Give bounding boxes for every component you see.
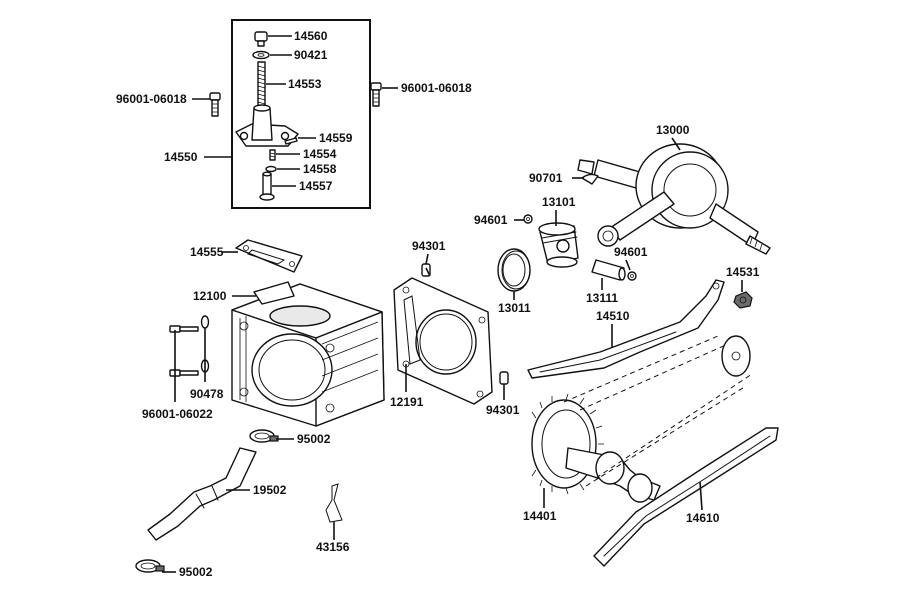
cam-sprocket bbox=[531, 393, 604, 495]
label-12191: 12191 bbox=[390, 395, 424, 409]
woodruff-key bbox=[581, 173, 599, 185]
chain-guide bbox=[593, 427, 779, 567]
tensioner-washer bbox=[252, 50, 270, 60]
tensioner-gasket bbox=[235, 239, 303, 273]
label-14554: 14554 bbox=[303, 147, 337, 161]
label-43156: 43156 bbox=[316, 540, 350, 554]
bolt-96001-06018-left bbox=[209, 92, 221, 117]
tensioner-small-spring bbox=[269, 149, 276, 161]
washer-90478-top bbox=[200, 315, 210, 329]
piston-pin bbox=[591, 259, 626, 281]
label-94601-right: 94601 bbox=[614, 245, 648, 259]
label-13111: 13111 bbox=[586, 291, 618, 305]
label-12100: 12100 bbox=[193, 289, 227, 303]
tensioner-washer-hole bbox=[257, 53, 265, 57]
label-90701: 90701 bbox=[529, 171, 563, 185]
label-14553: 14553 bbox=[288, 77, 322, 91]
label-90478: 90478 bbox=[190, 387, 224, 401]
label-14555: 14555 bbox=[190, 245, 224, 259]
cylinder-block bbox=[231, 281, 385, 427]
guide-pivot-bolt bbox=[733, 291, 753, 309]
tensioner-group-box bbox=[231, 19, 371, 209]
bolt-96001-06018-right bbox=[370, 82, 382, 107]
label-14557: 14557 bbox=[299, 179, 333, 193]
label-13011: 13011 bbox=[498, 301, 531, 315]
label-13000: 13000 bbox=[656, 123, 690, 137]
chain-tensioner-guide bbox=[527, 279, 725, 379]
label-96001-06022: 96001-06022 bbox=[142, 407, 213, 421]
bolt-96001-06022-top bbox=[169, 325, 199, 333]
label-96001-06018-left: 96001-06018 bbox=[116, 92, 187, 106]
dowel-pin-bottom bbox=[499, 371, 509, 385]
label-14510: 14510 bbox=[596, 309, 630, 323]
tensioner-ring bbox=[265, 165, 277, 173]
label-94601-left: 94601 bbox=[474, 213, 508, 227]
hose-19502 bbox=[147, 447, 257, 541]
timing-chain bbox=[563, 335, 753, 487]
piston-pin-clip-left bbox=[523, 214, 533, 224]
label-13101: 13101 bbox=[542, 195, 576, 209]
hose-clamp-bottom bbox=[135, 559, 165, 573]
tensioner-body bbox=[235, 104, 299, 147]
piston-rings bbox=[497, 248, 531, 292]
cylinder-gasket bbox=[393, 277, 493, 405]
tensioner-pin bbox=[284, 137, 298, 145]
label-14560: 14560 bbox=[294, 29, 328, 43]
label-90421: 90421 bbox=[294, 48, 328, 62]
hose-clamp-top bbox=[249, 429, 279, 443]
label-94301-top: 94301 bbox=[412, 239, 446, 253]
wire-clip bbox=[325, 483, 343, 523]
label-95002-bottom: 95002 bbox=[179, 565, 213, 579]
label-14531: 14531 bbox=[726, 265, 760, 279]
label-94301-bottom: 94301 bbox=[486, 403, 520, 417]
tensioner-plunger bbox=[259, 171, 275, 201]
piston-pin-clip-right bbox=[627, 271, 637, 281]
leader-lines bbox=[162, 35, 743, 573]
label-14401: 14401 bbox=[523, 509, 557, 523]
label-95002-top: 95002 bbox=[297, 432, 331, 446]
tensioner-spring bbox=[257, 61, 266, 111]
piston bbox=[538, 222, 579, 268]
tensioner-cap-bolt bbox=[254, 31, 268, 47]
label-14550: 14550 bbox=[164, 150, 198, 164]
label-14558: 14558 bbox=[303, 162, 337, 176]
label-14610: 14610 bbox=[686, 511, 720, 525]
crankshaft bbox=[577, 143, 771, 255]
label-14559: 14559 bbox=[319, 131, 353, 145]
label-96001-06018-right: 96001-06018 bbox=[401, 81, 472, 95]
label-19502: 19502 bbox=[253, 483, 287, 497]
